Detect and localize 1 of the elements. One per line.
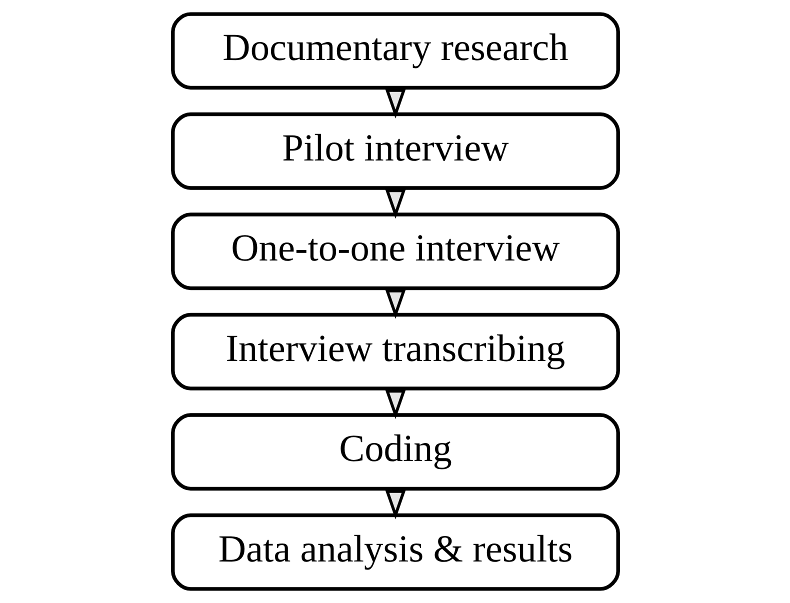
node-box: Data analysis & results [170, 513, 620, 591]
